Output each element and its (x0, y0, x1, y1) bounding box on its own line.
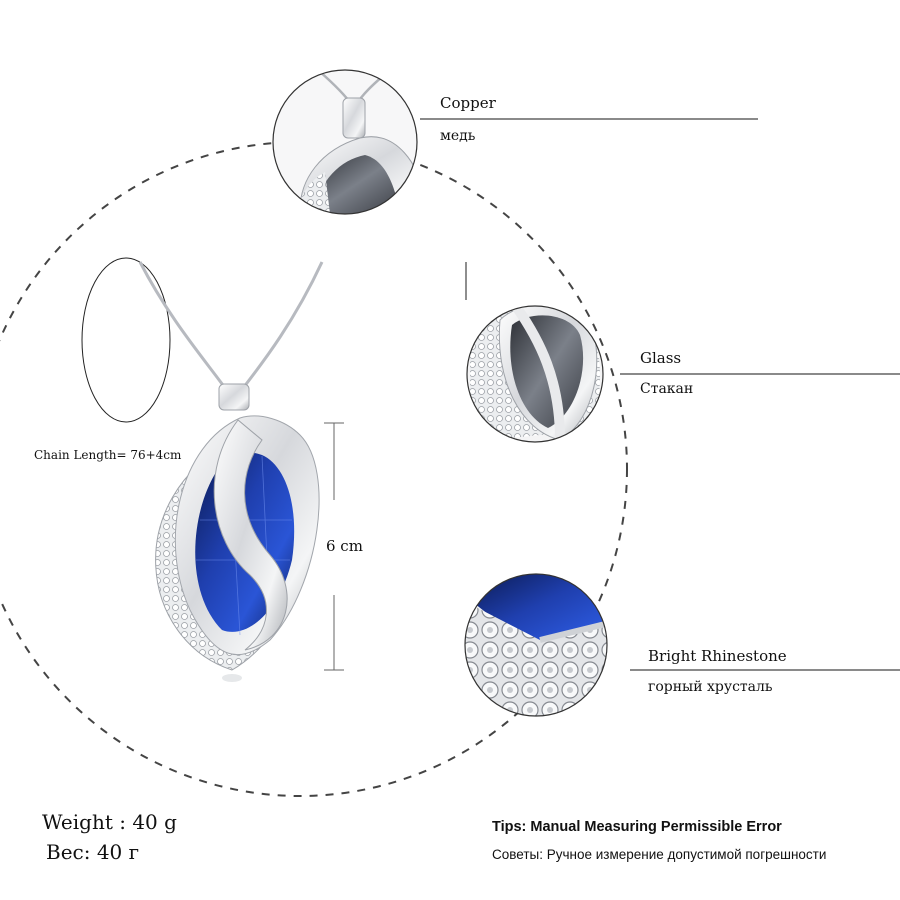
rhinestone-label: Bright Rhinestone (648, 647, 787, 665)
weight-label-ru: Вес: 40 г (46, 840, 140, 864)
rhinestone-label-ru: горный хрусталь (648, 679, 773, 695)
copper-label: Copper (440, 94, 496, 112)
glass-detail-circle (466, 305, 604, 443)
callout-lines (420, 118, 900, 671)
pendant-size-label: 6 cm (326, 537, 363, 555)
glass-label-ru: Стакан (640, 381, 694, 397)
glass-label: Glass (640, 349, 682, 367)
tips-label: Tips: Manual Measuring Permissible Error (492, 819, 782, 835)
copper-detail-circle (272, 69, 418, 215)
tips-label-ru: Советы: Ручное измерение допустимой погр… (492, 847, 827, 862)
size-dimension-line (324, 422, 344, 671)
rhinestone-detail-circle (464, 573, 608, 717)
chain-loop-sketch (81, 257, 171, 423)
main-pendant (138, 261, 324, 682)
chain-length-label: Chain Length= 76+4cm (34, 448, 182, 462)
copper-label-ru: медь (440, 128, 476, 144)
weight-label: Weight : 40 g (42, 810, 177, 834)
